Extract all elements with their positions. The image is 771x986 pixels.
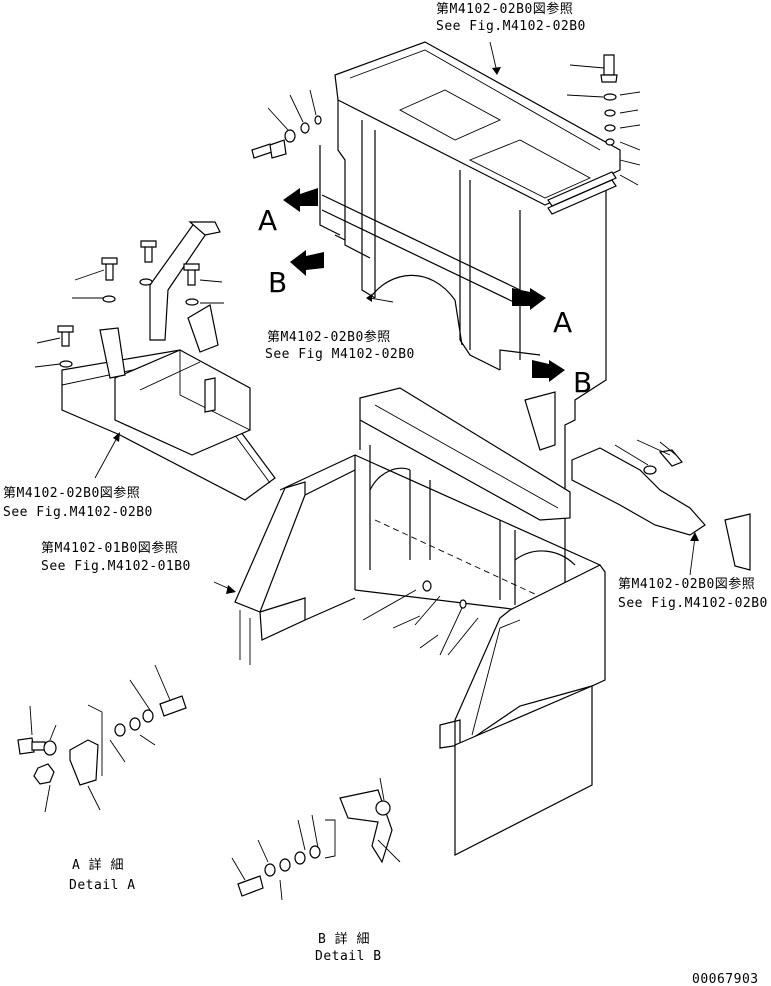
detail-a-drawing <box>17 664 187 813</box>
reference-jp-5: 第M4102-02B0図参照 <box>618 576 755 592</box>
detail-a-title-en: Detail A <box>69 878 136 893</box>
top-cover-assembly <box>319 41 621 660</box>
top-right-bolts <box>566 54 641 186</box>
drawing-number: 00067903 <box>692 972 759 986</box>
detail-a-title-jp: A 詳 細 <box>72 857 124 873</box>
reference-jp-4: 第M4102-01B0図参照 <box>41 540 178 556</box>
reference-jp-2: 第M4102-02B0参照 <box>267 329 391 345</box>
reference-en-2: See Fig M4102-02B0 <box>265 347 415 362</box>
reference-jp-1: 第M4102-02B0図参照 <box>436 1 573 17</box>
floor-plate-bolts <box>34 240 224 368</box>
frame-pins <box>362 580 479 656</box>
reference-en-5: See Fig.M4102-02B0 <box>618 596 768 611</box>
reference-en-3: See Fig.M4102-02B0 <box>3 505 153 520</box>
view-marker-a-left: A <box>258 204 277 237</box>
detail-b-title-en: Detail B <box>315 949 382 964</box>
leader-lines <box>94 41 699 594</box>
top-left-bolts <box>251 89 322 159</box>
floor-plate-assembly <box>61 221 276 501</box>
view-arrows <box>283 188 565 382</box>
reference-en-1: See Fig.M4102-02B0 <box>436 19 586 34</box>
right-side-panels <box>524 391 751 571</box>
detail-b-title-jp: B 詳 細 <box>318 931 370 947</box>
main-frame <box>234 387 606 856</box>
view-marker-a-right: A <box>553 306 572 339</box>
reference-jp-3: 第M4102-02B0図参照 <box>3 485 140 501</box>
view-marker-b-left: B <box>268 266 287 299</box>
view-marker-b-right: B <box>573 366 592 399</box>
detail-b-drawing <box>231 777 401 901</box>
reference-en-4: See Fig.M4102-01B0 <box>41 559 191 574</box>
